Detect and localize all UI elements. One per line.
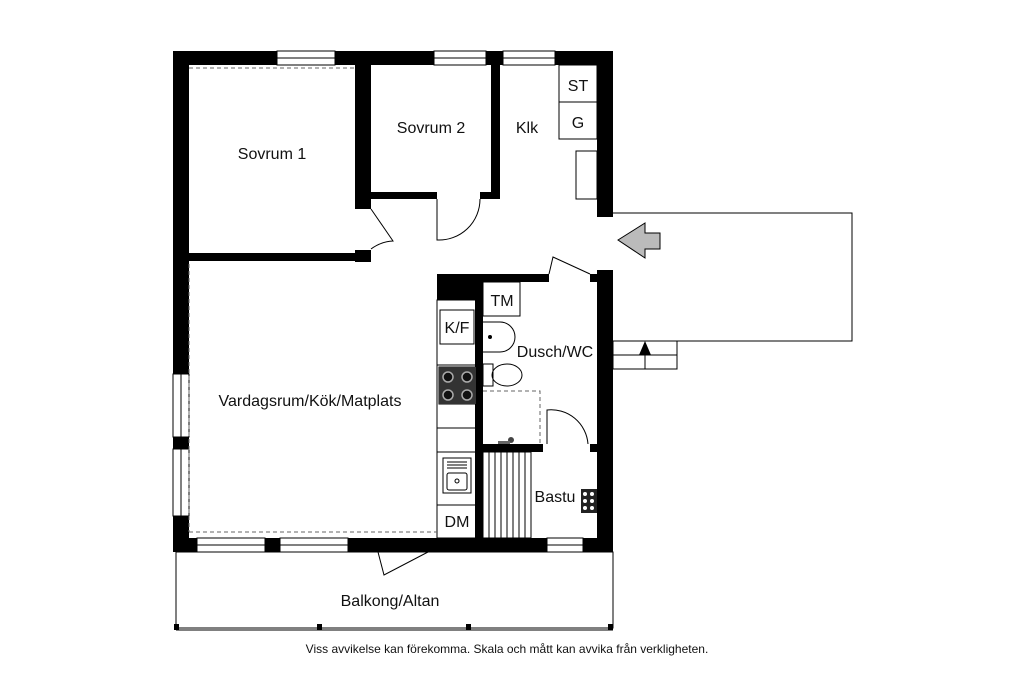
washbasin-icon [483, 321, 516, 353]
storage-cabinet-label: ST [568, 78, 589, 95]
sauna-heater-icon [581, 489, 597, 513]
room-label-dusch-wc: Dusch/WC [517, 344, 593, 361]
room-label-vardagsrum: Vardagsrum/Kök/Matplats [219, 393, 402, 410]
balcony [174, 551, 614, 631]
bathroom: TM [482, 281, 541, 444]
hall-cabinets: ST G [558, 64, 598, 200]
shower-head-icon [498, 437, 514, 444]
stove-icon [439, 367, 476, 404]
kitchen: K/F DM [436, 299, 478, 539]
wardrobe-label: G [572, 115, 584, 132]
room-label-balkong: Balkong/Altan [341, 593, 440, 610]
sink-icon [442, 457, 472, 494]
disclaimer-text: Viss avvikelse kan förekomma. Skala och … [306, 642, 709, 656]
dashed-lines [188, 67, 437, 533]
outer-walls [173, 51, 613, 552]
room-label-klk: Klk [516, 120, 539, 137]
room-label-bastu: Bastu [535, 489, 576, 506]
entrance-arrow-icon [617, 222, 661, 259]
washing-machine-label: TM [490, 293, 513, 310]
sauna [482, 451, 597, 539]
room-label-sovrum-1: Sovrum 1 [238, 146, 307, 163]
windows [172, 50, 584, 553]
entrance-deck [612, 212, 853, 370]
toilet-icon [482, 363, 523, 387]
interior-walls [173, 51, 613, 546]
doors [370, 198, 591, 576]
fridge-freezer-label: K/F [445, 320, 470, 337]
stairs-arrow-icon [639, 341, 651, 355]
dishwasher-label: DM [445, 514, 470, 531]
room-label-sovrum-2: Sovrum 2 [397, 120, 466, 137]
